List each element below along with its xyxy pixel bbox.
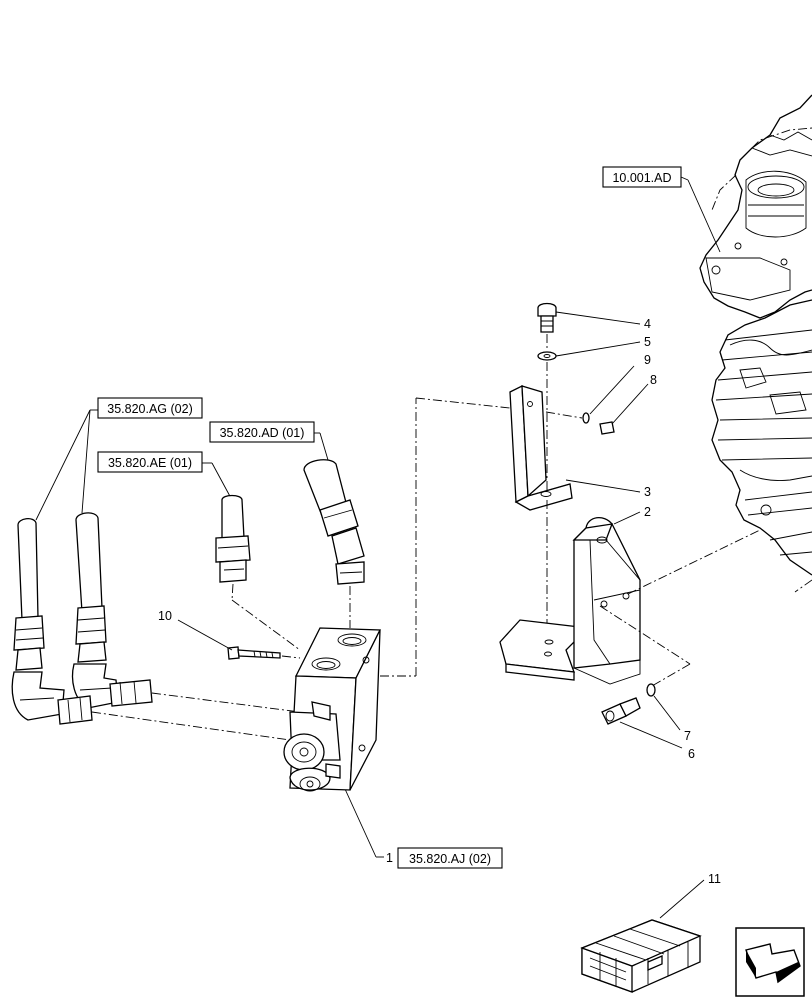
- ref-box-hose-ae[interactable]: 35.820.AE (01): [97, 451, 203, 473]
- leader-lines: [35, 409, 384, 858]
- callout-7: 7: [684, 729, 691, 743]
- hose-ad: [303, 459, 365, 585]
- ref-box-hose-ag[interactable]: 35.820.AG (02): [97, 397, 203, 419]
- callout-6: 6: [688, 747, 695, 761]
- bracket-item-2: [499, 517, 641, 685]
- kit-item-11: [580, 919, 702, 993]
- svg-text:10.001.AD: 10.001.AD: [612, 171, 671, 185]
- next-page-arrow-icon[interactable]: [735, 927, 805, 997]
- ref-box-hose-ad[interactable]: 35.820.AD (01): [209, 421, 315, 443]
- screw-item-6: [601, 697, 641, 725]
- hose-ae: [215, 494, 251, 583]
- callout-3: 3: [644, 485, 651, 499]
- nut-item-8: [599, 421, 615, 435]
- callout-5: 5: [644, 335, 651, 349]
- svg-text:35.820.AE (01): 35.820.AE (01): [108, 456, 192, 470]
- washer-item-9: [582, 412, 590, 424]
- hose-assembly-ag: [11, 512, 153, 725]
- svg-text:35.820.AG (02): 35.820.AG (02): [107, 402, 192, 416]
- callout-labels: 1 2 3 4 5 6 7 8 9 10 11: [158, 317, 721, 886]
- washer-item-7: [646, 683, 656, 697]
- washer-item-5: [537, 351, 557, 361]
- ref-box-valve[interactable]: 35.820.AJ (02): [397, 847, 503, 869]
- ref-box-engine[interactable]: 10.001.AD: [602, 166, 682, 188]
- bolt-item-10: [227, 646, 281, 660]
- bracket-item-3: [509, 384, 573, 511]
- engine-illustration: [699, 94, 812, 593]
- svg-text:35.820.AJ (02): 35.820.AJ (02): [409, 852, 491, 866]
- callout-4: 4: [644, 317, 651, 331]
- callout-10: 10: [158, 609, 172, 623]
- bolt-item-4: [537, 302, 557, 333]
- valve-block-item-1: [283, 627, 382, 792]
- callout-8: 8: [650, 373, 657, 387]
- callout-1: 1: [386, 851, 393, 865]
- callout-11: 11: [708, 872, 721, 886]
- callout-2: 2: [644, 505, 651, 519]
- callout-9: 9: [644, 353, 651, 367]
- svg-text:35.820.AD (01): 35.820.AD (01): [220, 426, 305, 440]
